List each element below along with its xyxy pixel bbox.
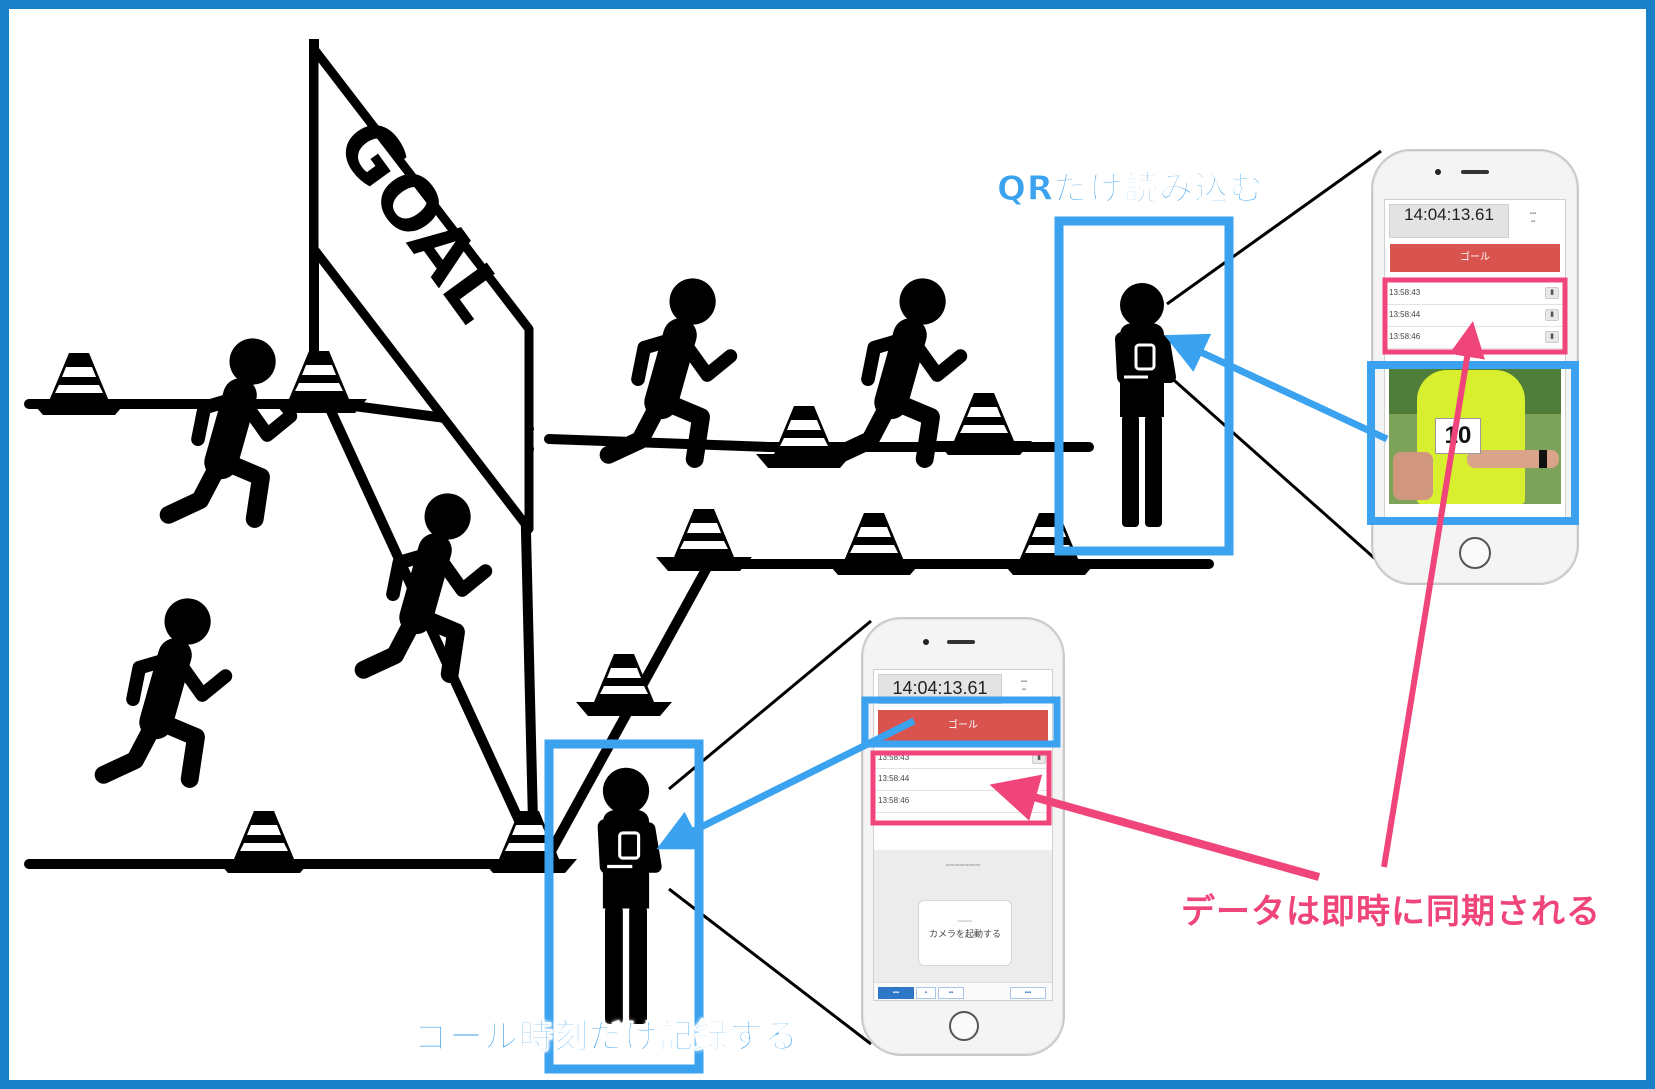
arrow-qr-to-staff	[1164, 333, 1389, 443]
phone-screen: 14:04:13.61 ▪▪▪▪▪ ゴール 13:58:43 ▮ 13:58:4…	[873, 669, 1053, 1001]
camera-card-subtitle: ▫▫▫▫▫▫▫	[957, 919, 973, 925]
qr-camera-photo: 10	[1389, 364, 1561, 504]
phone-camera	[1435, 169, 1441, 175]
record-time: 13:58:46	[1389, 332, 1421, 341]
tab-sync[interactable]: ▪▪▪	[1010, 987, 1046, 999]
label-qr-scan-only: QRだけ読み込む	[996, 169, 1265, 210]
clock-time: 14:04:13.61	[892, 678, 988, 698]
home-button[interactable]	[949, 1011, 979, 1041]
phone-goal-recorder: 14:04:13.61 ▪▪▪▪▪ ゴール 13:58:43 ▮ 13:58:4…	[861, 617, 1065, 1056]
bottom-tab-bar: ▪▪▪ ▪ ▪▪ ▪▪▪	[874, 982, 1052, 1000]
trash-icon[interactable]: ▮	[1545, 331, 1559, 343]
record-row[interactable]: 13:58:43 ▮	[1385, 282, 1565, 305]
arrow-sync-to-top	[1381, 321, 1485, 868]
highlight-box-photo	[1367, 361, 1579, 525]
arrow-goal-to-staff	[656, 717, 916, 850]
camera-launch-button[interactable]: カメラを起動する	[928, 929, 1001, 939]
record-time: 13:58:46	[878, 796, 910, 805]
tab-input[interactable]: ▪▪	[938, 987, 964, 999]
settings-mini-button[interactable]: ▪▪▪▪▪	[1529, 211, 1537, 225]
record-row[interactable]: 13:58:46	[874, 790, 1052, 813]
goal-sign: GOAL	[309, 39, 534, 534]
clock-time: 14:04:13.61	[1404, 205, 1494, 224]
tab-qr[interactable]: ▪▪▪	[878, 987, 914, 999]
camera-panel: ▫▫▫▫▫▫▫▫▫▫▫▫▫▫ ▫▫▫▫▫▫▫ カメラを起動する	[874, 850, 1052, 982]
camera-hint: ▫▫▫▫▫▫▫▫▫▫▫▫▫▫	[945, 862, 981, 869]
arrow-sync-to-bottom	[989, 774, 1321, 881]
phone-speaker	[947, 640, 975, 644]
highlight-box-records-bottom	[870, 750, 1052, 826]
race-finish-scene: GOAL	[24, 39, 1382, 1046]
runner-arm	[1393, 452, 1433, 500]
phone-camera	[923, 639, 929, 645]
tab-list[interactable]: ▪	[916, 987, 936, 999]
goal-button[interactable]: ゴール	[1390, 244, 1560, 272]
highlight-box-records-top	[1382, 277, 1568, 355]
home-button[interactable]	[1459, 537, 1491, 569]
label-record-goal-time-only: ゴール時刻だけ記録する	[414, 1017, 799, 1058]
label-data-synced-instantly: データは即時に同期される	[1181, 892, 1601, 932]
trash-icon[interactable]: ▮	[1545, 287, 1559, 299]
record-row[interactable]: 13:58:44	[874, 768, 1052, 791]
runner-arm	[1467, 450, 1559, 468]
clock-display: 14:04:13.61	[1389, 204, 1509, 238]
record-time: 13:58:43	[1389, 288, 1421, 297]
record-time: 13:58:44	[1389, 310, 1421, 319]
phone-speaker	[1461, 170, 1489, 174]
record-time: 13:58:44	[878, 774, 910, 783]
camera-launch-card[interactable]: ▫▫▫▫▫▫▫ カメラを起動する	[918, 900, 1012, 966]
settings-mini-button[interactable]: ▪▪▪▪▪	[1020, 679, 1028, 693]
trash-icon[interactable]: ▮	[1545, 309, 1559, 321]
highlight-overlay	[544, 216, 1579, 1074]
highlight-box-qr-staff	[1054, 216, 1234, 556]
highlight-box-goal-button	[861, 696, 1061, 748]
highlight-box-goal-staff	[544, 739, 704, 1074]
record-time: 13:58:43	[878, 753, 910, 762]
watch	[1539, 450, 1547, 468]
